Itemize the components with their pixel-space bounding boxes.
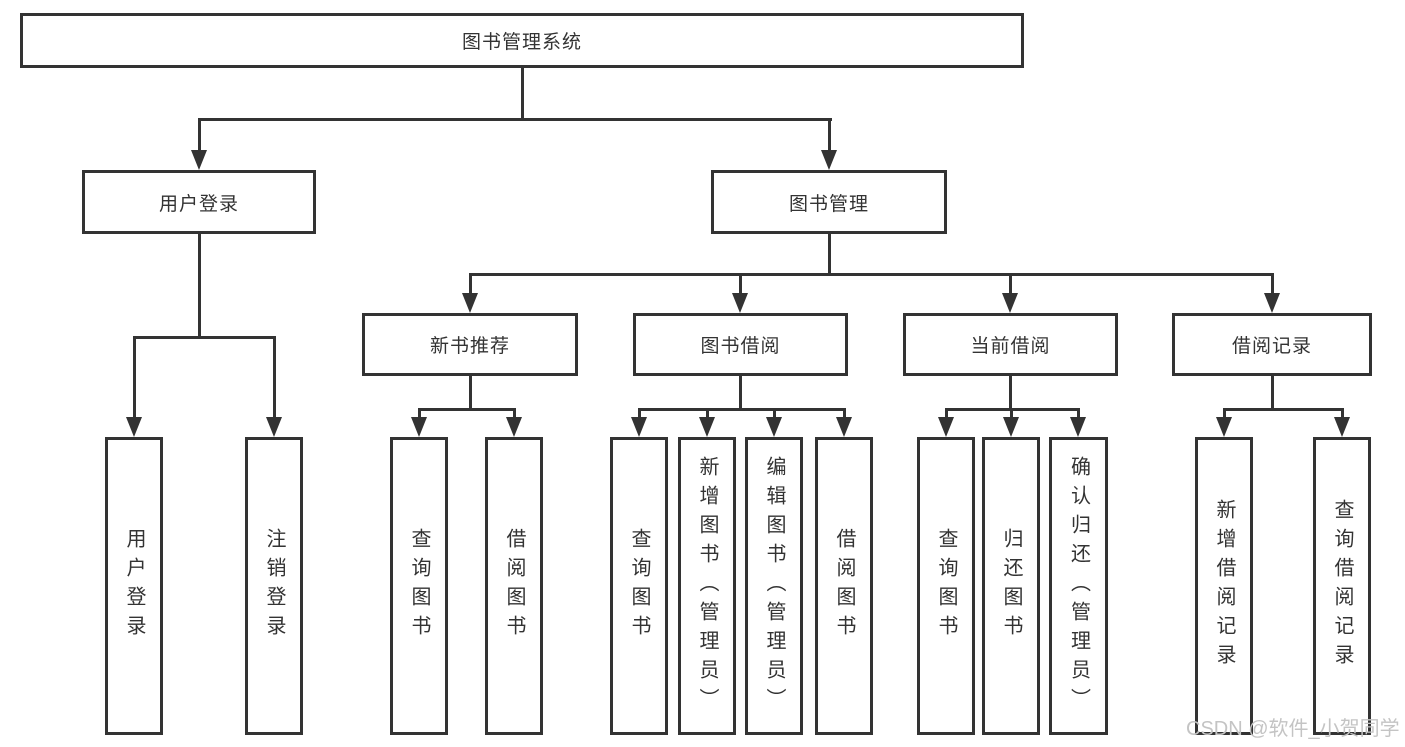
connector-new-book-shaft: [468, 273, 472, 295]
leaf-query-books-1: 查询图书: [390, 437, 448, 735]
leaf-borrow-books-2: 借阅图书: [815, 437, 873, 735]
leaf-borrow-books-1-label: 借阅图书: [503, 528, 525, 644]
connector-leaf-shaft: [842, 408, 846, 419]
connector-level2-bus: [197, 118, 832, 121]
leaf-borrow-books-2-label: 借阅图书: [833, 528, 855, 644]
connector-user-login-shaft: [197, 118, 201, 152]
node-book-management-label: 图书管理: [788, 193, 869, 215]
leaf-return-books-label: 归还图书: [1000, 528, 1022, 644]
leaf-logout-label: 注销登录: [263, 528, 285, 644]
arrow-to-leaf-edit-books: [766, 417, 782, 437]
connector-new-book-stem: [468, 376, 472, 408]
arrow-to-new-book-recommendation: [462, 293, 478, 313]
arrow-to-leaf-confirm-return: [1070, 417, 1086, 437]
connector-new-book-bus: [417, 408, 516, 411]
leaf-add-books-admin-label: 新增图书（管理员）: [696, 455, 718, 717]
connector-book-management-shaft: [827, 118, 831, 152]
node-book-borrowing: 图书借阅: [633, 313, 848, 376]
leaf-query-borrowing-record: 查询借阅记录: [1313, 437, 1371, 735]
connector-leaf-shaft: [1076, 408, 1080, 419]
watermark: CSDN @软件_小贺同学: [1186, 718, 1400, 740]
leaf-add-books-admin: 新增图书（管理员）: [678, 437, 736, 735]
arrow-to-leaf-query-books-1: [411, 417, 427, 437]
node-borrowing-records: 借阅记录: [1172, 313, 1372, 376]
connector-book-borrowing-bus: [637, 408, 846, 411]
connector-book-management-stem: [827, 234, 831, 273]
connector-leaf-shaft: [637, 408, 641, 419]
leaf-add-borrowing-record-label: 新增借阅记录: [1213, 499, 1235, 673]
leaf-query-books-3: 查询图书: [917, 437, 975, 735]
node-library-management-system-label: 图书管理系统: [461, 32, 582, 53]
connector-root-stem: [520, 68, 524, 118]
node-current-borrowing-label: 当前借阅: [970, 336, 1051, 357]
leaf-query-books-2: 查询图书: [610, 437, 668, 735]
arrow-to-user-login: [191, 150, 207, 170]
connector-leaf-logout-shaft: [272, 336, 276, 419]
arrow-to-leaf-borrow-books-1: [506, 417, 522, 437]
leaf-add-borrowing-record: 新增借阅记录: [1195, 437, 1253, 735]
connector-current-borrowing-shaft: [1008, 273, 1012, 295]
leaf-user-login: 用户登录: [105, 437, 163, 735]
connector-borrowing-records-stem: [1270, 376, 1274, 408]
connector-current-borrowing-stem: [1008, 376, 1012, 408]
leaf-borrow-books-1: 借阅图书: [485, 437, 543, 735]
leaf-logout: 注销登录: [245, 437, 303, 735]
connector-user-login-bus: [132, 336, 276, 339]
node-borrowing-records-label: 借阅记录: [1231, 336, 1312, 357]
connector-leaf-shaft: [944, 408, 948, 419]
arrow-to-leaf-query-borrowing-record: [1334, 417, 1350, 437]
connector-level3-bus: [468, 273, 1274, 276]
node-new-book-recommendation: 新书推荐: [362, 313, 578, 376]
connector-leaf-shaft: [417, 408, 421, 419]
leaf-query-books-2-label: 查询图书: [628, 528, 650, 644]
connector-leaf-shaft: [512, 408, 516, 419]
arrow-to-borrowing-records: [1264, 293, 1280, 313]
arrow-to-book-borrowing: [732, 293, 748, 313]
arrow-to-current-borrowing: [1002, 293, 1018, 313]
leaf-edit-books-admin-label: 编辑图书（管理员）: [763, 455, 785, 717]
node-new-book-recommendation-label: 新书推荐: [429, 336, 510, 357]
leaf-confirm-return-admin: 确认归还（管理员）: [1049, 437, 1108, 735]
node-user-login-label: 用户登录: [158, 193, 239, 215]
node-book-borrowing-label: 图书借阅: [700, 336, 781, 357]
leaf-user-login-label: 用户登录: [123, 528, 145, 644]
leaf-edit-books-admin: 编辑图书（管理员）: [745, 437, 803, 735]
arrow-to-leaf-query-books-3: [938, 417, 954, 437]
node-current-borrowing: 当前借阅: [903, 313, 1118, 376]
arrow-to-leaf-return-books: [1003, 417, 1019, 437]
connector-borrowing-records-bus: [1222, 408, 1344, 411]
arrow-to-leaf-query-books-2: [631, 417, 647, 437]
leaf-query-borrowing-record-label: 查询借阅记录: [1331, 499, 1353, 673]
connector-leaf-shaft: [705, 408, 709, 419]
connector-book-borrowing-shaft: [738, 273, 742, 295]
leaf-return-books: 归还图书: [982, 437, 1040, 735]
connector-book-borrowing-stem: [738, 376, 742, 408]
arrow-to-leaf-add-borrowing-record: [1216, 417, 1232, 437]
connector-leaf-user-login-shaft: [132, 336, 136, 419]
connector-leaf-shaft: [772, 408, 776, 419]
arrow-to-book-management: [821, 150, 837, 170]
connector-leaf-shaft: [1222, 408, 1226, 419]
arrow-to-leaf-borrow-books-2: [836, 417, 852, 437]
arrow-to-leaf-logout: [266, 417, 282, 437]
leaf-query-books-1-label: 查询图书: [408, 528, 430, 644]
connector-leaf-shaft: [1009, 408, 1013, 419]
node-user-login: 用户登录: [82, 170, 316, 234]
node-book-management: 图书管理: [711, 170, 947, 234]
connector-user-login-stem: [197, 234, 201, 336]
leaf-query-books-3-label: 查询图书: [935, 528, 957, 644]
arrow-to-leaf-add-books: [699, 417, 715, 437]
connector-borrowing-records-shaft: [1270, 273, 1274, 295]
leaf-confirm-return-admin-label: 确认归还（管理员）: [1067, 455, 1090, 717]
connector-leaf-shaft: [1340, 408, 1344, 419]
arrow-to-leaf-user-login: [126, 417, 142, 437]
node-library-management-system: 图书管理系统: [20, 13, 1024, 68]
